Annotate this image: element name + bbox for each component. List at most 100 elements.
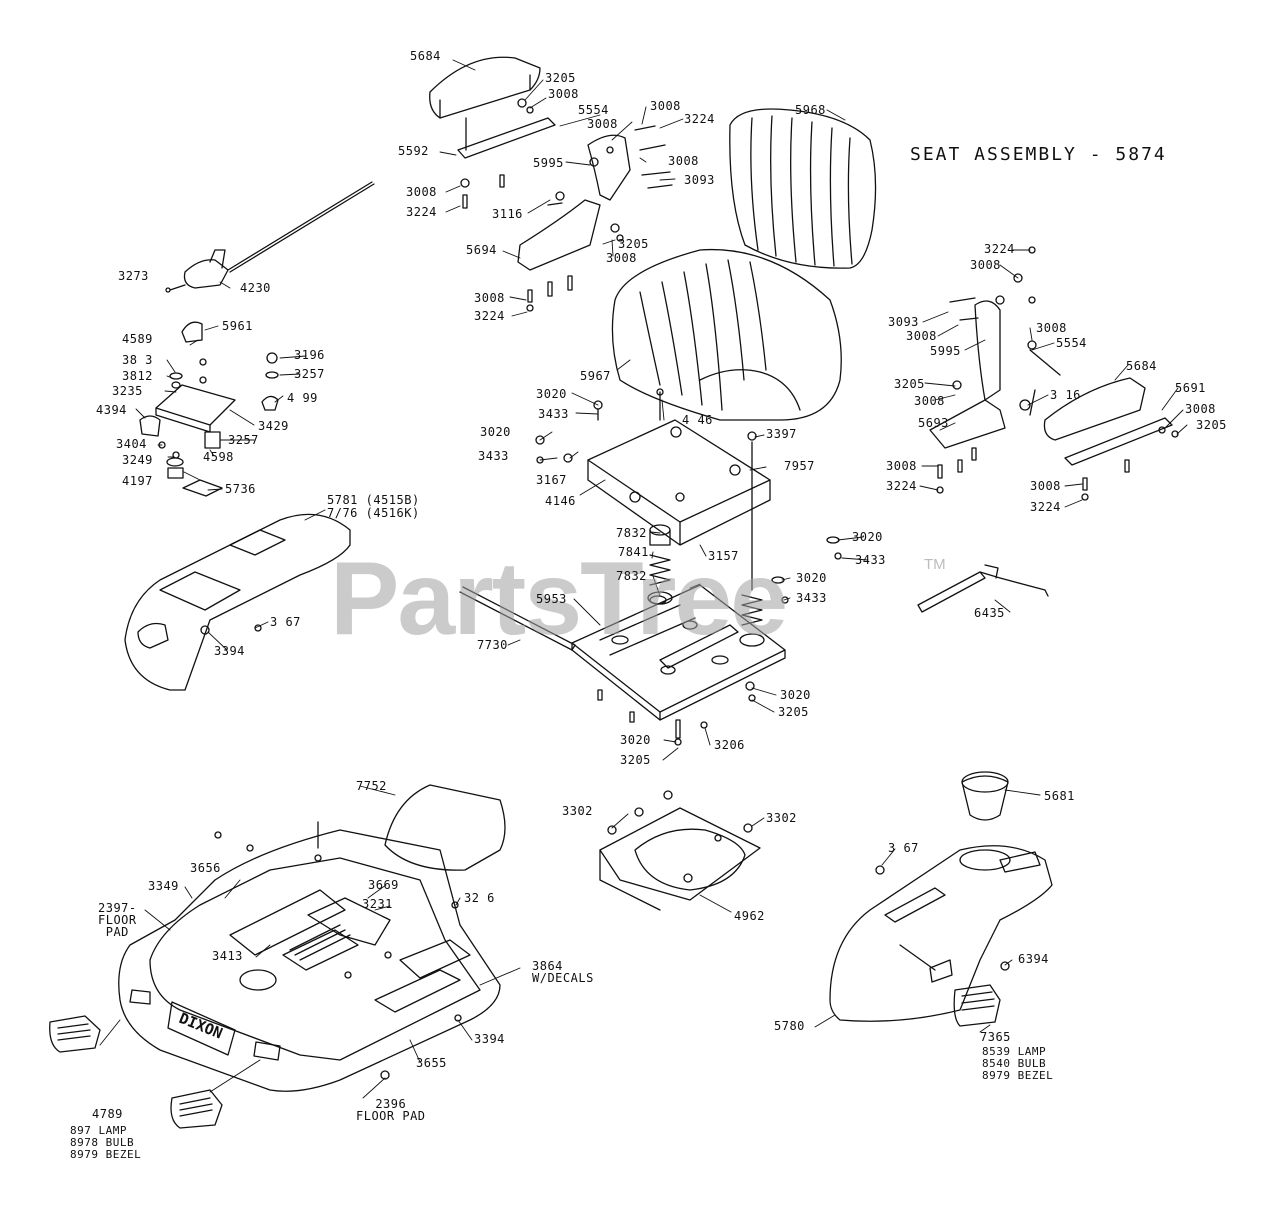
part-label: 3008 bbox=[548, 87, 579, 101]
part-label: 3205 bbox=[618, 237, 649, 251]
part-label: 4230 bbox=[240, 281, 271, 295]
part-label: 5953 bbox=[536, 592, 567, 606]
part-label: 3394 bbox=[214, 644, 245, 658]
part-label: 3413 bbox=[212, 949, 243, 963]
right-armrest-group bbox=[929, 246, 1179, 501]
part-label: 5961 bbox=[222, 319, 253, 333]
part-label: 3020 bbox=[780, 688, 811, 702]
part-label: 6435 bbox=[974, 606, 1005, 620]
part-label: 7752 bbox=[356, 779, 387, 793]
part-label: 5694 bbox=[466, 243, 497, 257]
floor-pad-label: 2397- FLOOR PAD bbox=[98, 901, 137, 939]
part-label: 3812 bbox=[122, 369, 153, 383]
part-label: 3 67 bbox=[270, 615, 301, 629]
partstree-watermark: PartsTree bbox=[330, 541, 788, 657]
part-label: 3008 bbox=[474, 291, 505, 305]
floor-pad-7752 bbox=[384, 784, 506, 871]
slide-adjust-rod bbox=[459, 586, 576, 651]
part-label: 4394 bbox=[96, 403, 127, 417]
part-label: 3206 bbox=[714, 738, 745, 752]
part-label: 3235 bbox=[112, 384, 143, 398]
bolts-top-left bbox=[460, 98, 673, 312]
part-label: 3404 bbox=[116, 437, 147, 451]
floor-pan-body: DIXON bbox=[118, 784, 506, 1092]
headlight-lamps-left bbox=[49, 1015, 223, 1129]
part-label: 5554 bbox=[578, 103, 609, 117]
part-label: 3205 bbox=[894, 377, 925, 391]
part-label: 7/76 (4516K) bbox=[327, 506, 420, 520]
part-label: 4146 bbox=[545, 494, 576, 508]
ignition-switch-assembly bbox=[139, 321, 279, 497]
part-label: 3008 bbox=[406, 185, 437, 199]
arm-bracket-bar-right bbox=[1064, 417, 1173, 466]
part-label: 3008 bbox=[587, 117, 618, 131]
part-label: 4962 bbox=[734, 909, 765, 923]
seat-switch bbox=[917, 564, 1049, 613]
left-armrest-group bbox=[429, 56, 673, 312]
part-label: 4 46 bbox=[682, 413, 713, 427]
part-label: 5995 bbox=[533, 156, 564, 170]
floor-pad-label: 2396 FLOOR PAD bbox=[356, 1097, 426, 1123]
part-label: 3257 bbox=[228, 433, 259, 447]
part-label: 3 67 bbox=[888, 841, 919, 855]
part-label: 7841 bbox=[618, 545, 649, 559]
part-label: 5684 bbox=[1126, 359, 1157, 373]
part-label: 3257 bbox=[294, 367, 325, 381]
part-label: 3008 bbox=[606, 251, 637, 265]
part-label: 5968 bbox=[795, 103, 826, 117]
part-label: 5592 bbox=[398, 144, 429, 158]
part-label: 7730 bbox=[477, 638, 508, 652]
part-label: 3433 bbox=[796, 591, 827, 605]
part-label: 3429 bbox=[258, 419, 289, 433]
cup-holder bbox=[961, 775, 1009, 821]
seat-side-bracket-upper bbox=[587, 134, 631, 201]
part-label: 3008 bbox=[650, 99, 681, 113]
part-label: 3302 bbox=[562, 804, 593, 818]
part-label: 5554 bbox=[1056, 336, 1087, 350]
part-label: 4598 bbox=[203, 450, 234, 464]
part-label: 3008 bbox=[886, 459, 917, 473]
part-label: 4589 bbox=[122, 332, 153, 346]
part-label: 3008 bbox=[668, 154, 699, 168]
part-label: 3020 bbox=[852, 530, 883, 544]
decal-label: 3864 W/DECALS bbox=[532, 959, 594, 985]
part-label: 32 6 bbox=[464, 891, 495, 905]
part-label: 3349 bbox=[148, 879, 179, 893]
part-label: 7832 bbox=[616, 526, 647, 540]
part-label: 6394 bbox=[1018, 952, 1049, 966]
part-label: 3224 bbox=[1030, 500, 1061, 514]
leader-lines bbox=[99, 59, 1188, 1099]
left-console-cover bbox=[124, 513, 351, 691]
part-label: 3397 bbox=[766, 427, 797, 441]
part-label: 3205 bbox=[778, 705, 809, 719]
part-label: 3116 bbox=[492, 207, 523, 221]
part-label: 3655 bbox=[416, 1056, 447, 1070]
part-label: 3224 bbox=[474, 309, 505, 323]
seat-bottom-cushion bbox=[611, 248, 842, 421]
dixon-nameplate: DIXON bbox=[177, 1009, 226, 1043]
part-label: 3433 bbox=[478, 449, 509, 463]
part-label: 3020 bbox=[480, 425, 511, 439]
part-label: 5995 bbox=[930, 344, 961, 358]
part-label: 5691 bbox=[1175, 381, 1206, 395]
part-label: 3273 bbox=[118, 269, 149, 283]
throttle-control bbox=[165, 181, 375, 293]
part-label: 38 3 bbox=[122, 353, 153, 367]
part-label: 3157 bbox=[708, 549, 739, 563]
part-label: 3205 bbox=[545, 71, 576, 85]
part-label: 3433 bbox=[538, 407, 569, 421]
headlight-lamp-right bbox=[953, 984, 1001, 1027]
part-label: 5736 bbox=[225, 482, 256, 496]
part-label: 3093 bbox=[888, 315, 919, 329]
part-label: 3224 bbox=[684, 112, 715, 126]
part-label: 3205 bbox=[1196, 418, 1227, 432]
part-label: 3020 bbox=[620, 733, 651, 747]
part-label: 3224 bbox=[886, 479, 917, 493]
part-label: 7957 bbox=[784, 459, 815, 473]
part-label: 3394 bbox=[474, 1032, 505, 1046]
right-seat-bracket bbox=[974, 300, 1001, 401]
part-label: 3020 bbox=[796, 571, 827, 585]
part-label: 3433 bbox=[855, 553, 886, 567]
slide-base-plate bbox=[459, 584, 786, 746]
